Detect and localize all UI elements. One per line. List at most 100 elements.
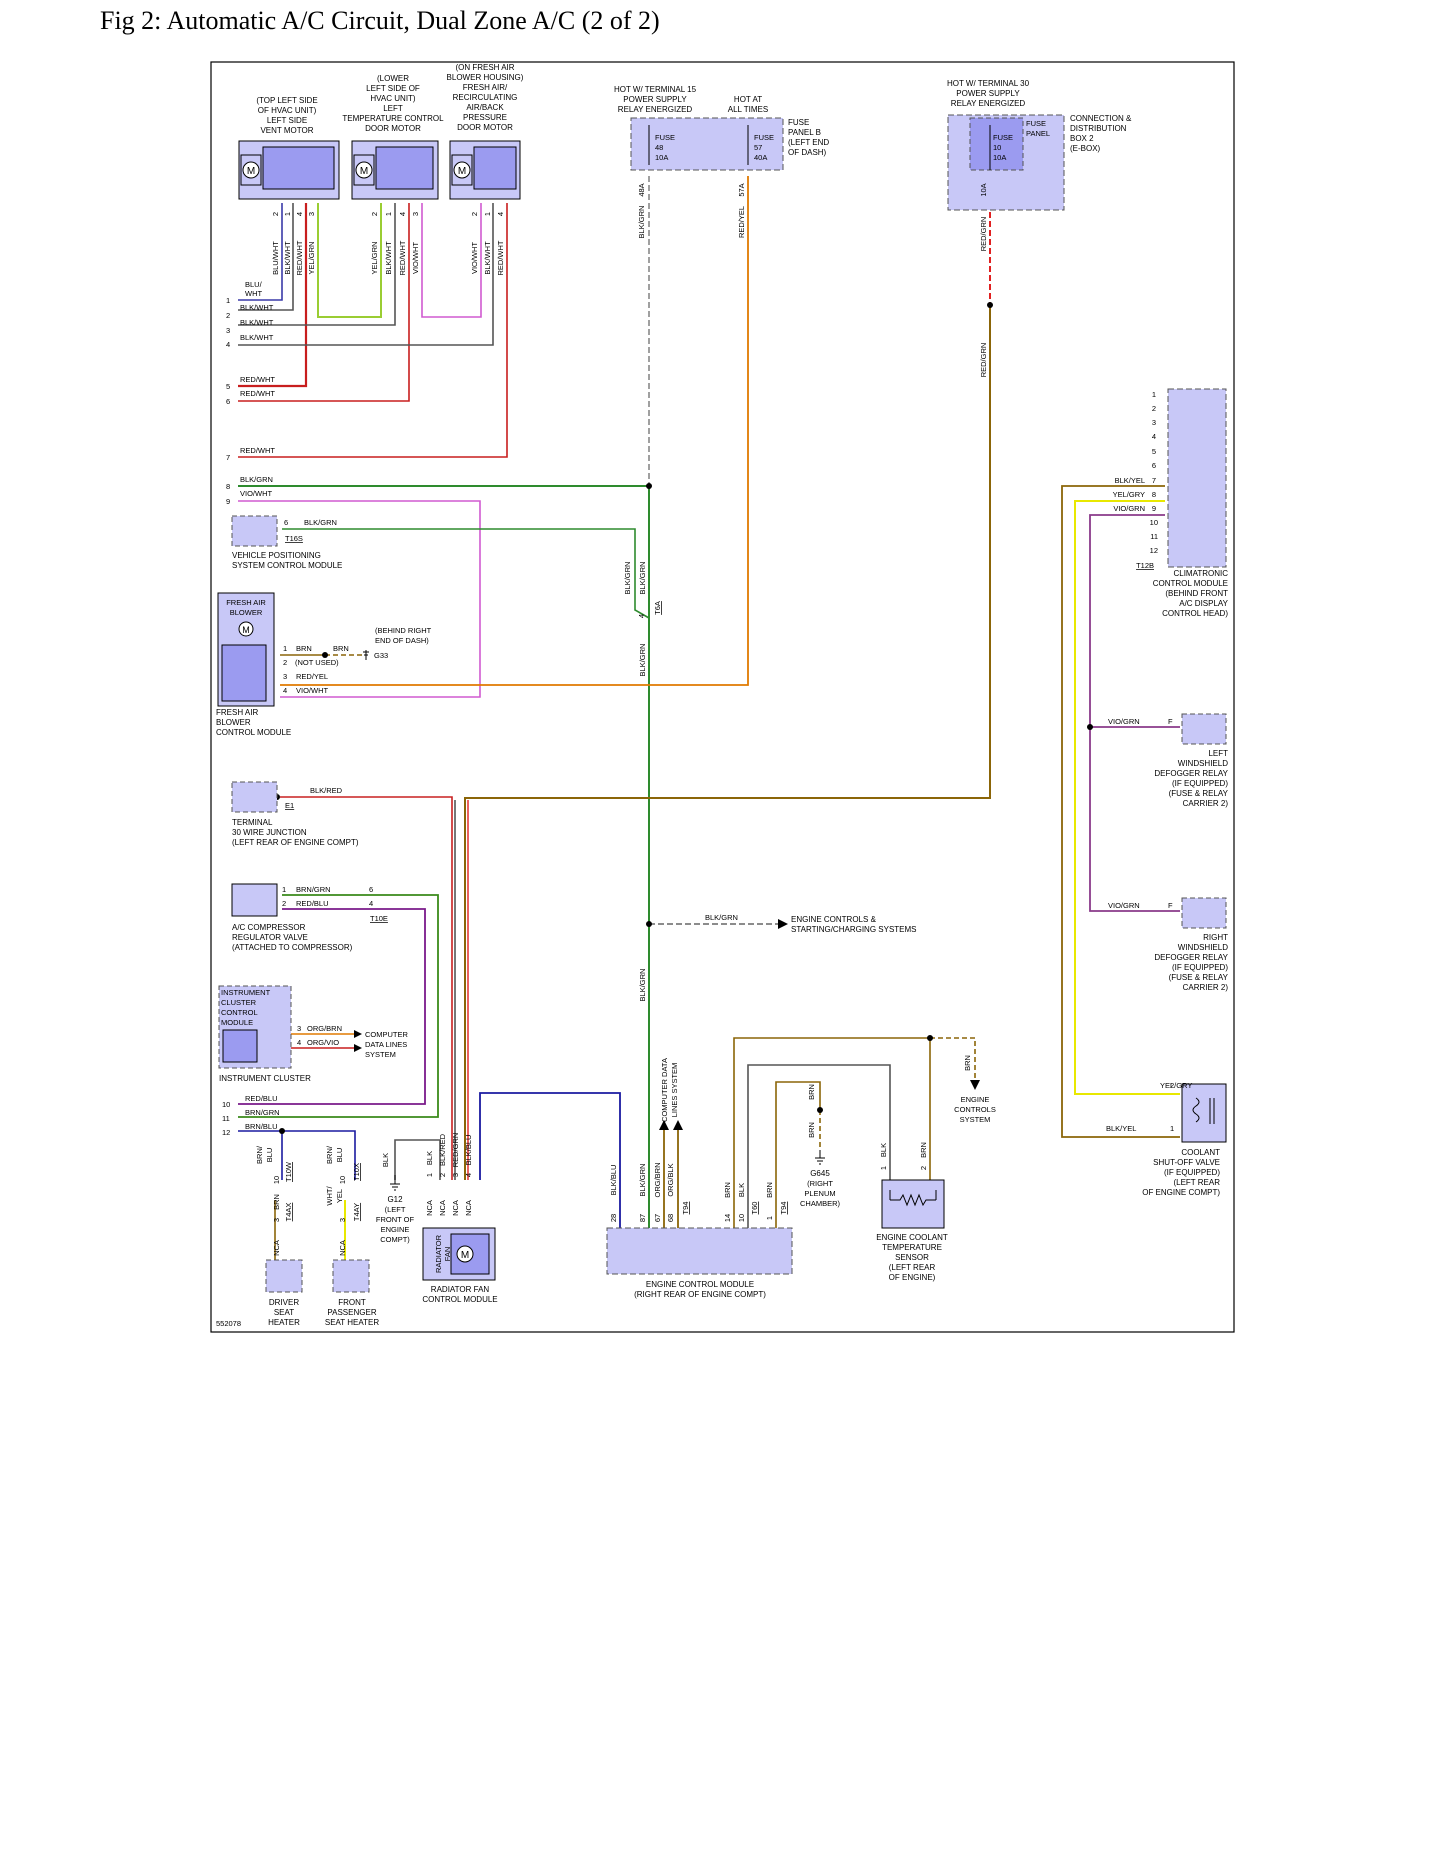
svg-text:RED/BLU: RED/BLU [245, 1094, 278, 1103]
pin-label: 4 [295, 212, 304, 216]
svg-text:BLK/BLU: BLK/BLU [609, 1165, 618, 1196]
svg-text:2: 2 [438, 1173, 447, 1177]
wires [238, 176, 1180, 1260]
svg-text:10: 10 [737, 1214, 746, 1222]
svg-text:BRN: BRN [963, 1055, 972, 1071]
engine-controls-arrow: BLK/GRN ENGINE CONTROLS &STARTING/CHARGI… [638, 913, 917, 1001]
pin-label: 10 [1150, 518, 1158, 527]
junction-dot [322, 652, 328, 658]
ecm-label: ENGINE CONTROL MODULE(RIGHT REAR OF ENGI… [634, 1280, 766, 1299]
svg-text:BLU: BLU [265, 1148, 274, 1163]
pin-label: 2 [1152, 404, 1156, 413]
svg-text:VIO/GRN: VIO/GRN [1108, 717, 1140, 726]
t6a-connector: BLK/GRN BLK/GRN 4 T6A BLK/GRN [623, 562, 662, 677]
svg-text:ORG/BRN: ORG/BRN [307, 1024, 342, 1033]
passenger-seat-heater: BRN/ BLU 10 T10X WHT/ YEL 3 T4AY NCA FRO… [325, 1145, 379, 1327]
pin-label: 4 [398, 212, 407, 216]
wire-blk-blu-rad [479, 1092, 621, 1228]
pin-label: 2 [271, 212, 280, 216]
wire-blk-g12 [394, 1139, 441, 1180]
svg-text:1: 1 [879, 1166, 888, 1170]
fresh-recirc-door-motor: M [449, 140, 521, 200]
arrow-icon [970, 1080, 980, 1090]
row-label: RED/WHT [240, 389, 275, 398]
row-label: BLK/GRN [240, 475, 273, 484]
wire-blu-wht-1 [238, 203, 283, 301]
svg-text:BRN: BRN [272, 1194, 281, 1210]
row-num: 8 [226, 482, 230, 491]
svg-text:NCA: NCA [272, 1240, 281, 1256]
row-label: BLU/WHT [245, 280, 263, 298]
pin-label: 3 [307, 212, 316, 216]
svg-text:BLK/BLU: BLK/BLU [464, 1135, 473, 1166]
svg-text:NCA: NCA [425, 1200, 434, 1216]
ground-icon [815, 1150, 825, 1165]
wire-red-yel-57 [280, 176, 749, 686]
svg-text:G645: G645 [810, 1169, 830, 1178]
svg-text:1: 1 [1170, 1124, 1174, 1133]
svg-text:4: 4 [369, 899, 373, 908]
pin-label: 5 [1152, 447, 1156, 456]
svg-text:T16S: T16S [285, 534, 303, 543]
wire-vio-wht-9 [238, 500, 481, 698]
svg-text:BLK/RED: BLK/RED [438, 1133, 447, 1166]
wire-brn-ecs-dash [930, 1037, 976, 1080]
arrow-icon [778, 919, 788, 929]
wire-red-grn-main [464, 305, 991, 1180]
svg-text:BLK: BLK [737, 1183, 746, 1197]
svg-text:NCA: NCA [464, 1200, 473, 1216]
motor-icon [453, 161, 471, 179]
connector-label: T12B [1136, 561, 1154, 570]
svg-text:3: 3 [283, 672, 287, 681]
wire-label: BLK/WHT [483, 241, 492, 275]
wire-label: BLK/YEL [1115, 476, 1145, 485]
motor-icon-label: M [458, 166, 466, 177]
ground-icon [390, 1175, 400, 1191]
pin-label: 3 [411, 212, 420, 216]
wire-label: RED/WHT [496, 240, 505, 275]
arrow-icon [354, 1030, 362, 1052]
row-num: 4 [226, 340, 230, 349]
terminal-57a: 57A [737, 183, 746, 196]
wire-red-wht-6 [238, 203, 410, 402]
svg-text:BRN: BRN [807, 1084, 816, 1100]
svg-text:NCA: NCA [451, 1200, 460, 1216]
row-label: BLK/WHT [240, 303, 274, 312]
pin-label: 1 [283, 212, 292, 216]
row-num: 6 [226, 397, 230, 406]
ground-g33: G33 [374, 651, 388, 660]
pin-label: 12 [1150, 546, 1158, 555]
wire-blk-red-e1 [280, 796, 453, 1180]
svg-text:10: 10 [338, 1176, 347, 1184]
svg-text:BLK/GRN: BLK/GRN [638, 1164, 647, 1197]
connector-label: T6A [653, 601, 662, 615]
svg-text:1: 1 [765, 1216, 774, 1220]
svg-text:BLU: BLU [335, 1148, 344, 1163]
svg-text:2: 2 [283, 658, 287, 667]
wire-blk-yel-7 [1061, 485, 1180, 1138]
svg-text:VIO/WHT: VIO/WHT [296, 686, 328, 695]
svg-text:T10X: T10X [352, 1163, 361, 1181]
svg-text:F: F [1168, 901, 1173, 910]
pin-label: 4 [1152, 432, 1156, 441]
svg-text:BRN: BRN [807, 1122, 816, 1138]
svg-text:4: 4 [464, 1173, 473, 1177]
svg-text:BLK/GRN: BLK/GRN [705, 913, 738, 922]
